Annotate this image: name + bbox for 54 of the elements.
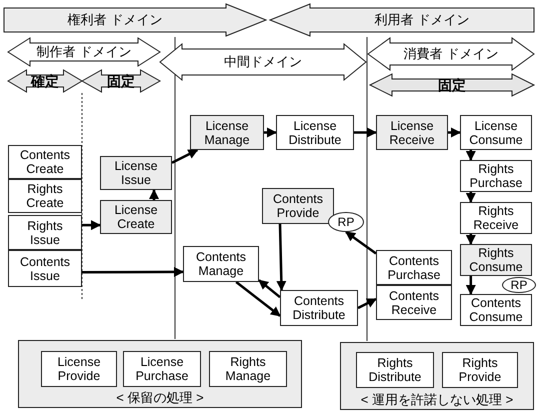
process-box: Contents Consume [460,294,532,326]
process-box: Contents Issue [8,250,82,287]
arrow [357,298,377,310]
process-box: Contents Manage [183,246,259,282]
arrow [149,189,159,200]
process-box: Rights Receive [460,202,532,234]
arrow [82,220,101,230]
process-box: Contents Receive [376,285,452,320]
arrow [235,281,281,317]
process-box: License Manage [190,115,264,150]
group-caption: < 運用を許諾しない処理 > [360,393,514,407]
arrow [264,128,277,138]
arrow [466,192,476,203]
group-caption: < 保留の処理 > [115,391,205,405]
phase-band: 固定 [370,74,534,96]
process-box: Rights Manage [209,351,287,387]
group-panel [18,340,302,408]
arrow [466,150,476,161]
process-box: License Issue [100,156,172,190]
process-box: Rights Issue [8,215,82,250]
domain-band: 消費者 ドメイン [368,38,534,70]
process-box: License Distribute [276,115,354,150]
process-box: Rights Purchase [460,160,532,192]
process-box: Rights Consume [460,244,532,276]
process-box: Rights Provide [442,352,518,388]
arrow [448,128,461,138]
oval-tag: RP [502,277,536,293]
process-box: License Receive [376,115,448,150]
process-box: Contents Provide [262,188,334,224]
phase-band: 確定 [8,70,82,92]
arrow [82,266,184,277]
arrow [345,230,377,255]
process-box: License Provide [41,351,117,387]
domain-band: 権利者 ドメイン [4,4,266,36]
process-box: Contents Create [8,145,82,179]
arrow [466,276,476,295]
process-box: License Consume [460,115,532,150]
domain-band: 制作者 ドメイン [8,38,160,66]
arrow [276,224,286,291]
phase-band: 固定 [82,70,160,92]
process-box: Contents Distribute [280,290,358,326]
arrow [171,148,198,164]
domain-band: 中間ドメイン [160,44,366,80]
domain-band: 利用者 ドメイン [270,4,534,36]
process-box: Contents Purchase [376,250,452,285]
oval-tag: RP [328,212,364,232]
process-box: Rights Distribute [356,352,434,388]
group-panel [340,342,534,410]
arrow [258,279,281,298]
arrow [354,128,377,138]
process-box: Rights Create [8,179,82,213]
arrow [466,234,476,245]
process-box: License Create [100,200,172,234]
process-box: License Purchase [123,351,201,387]
